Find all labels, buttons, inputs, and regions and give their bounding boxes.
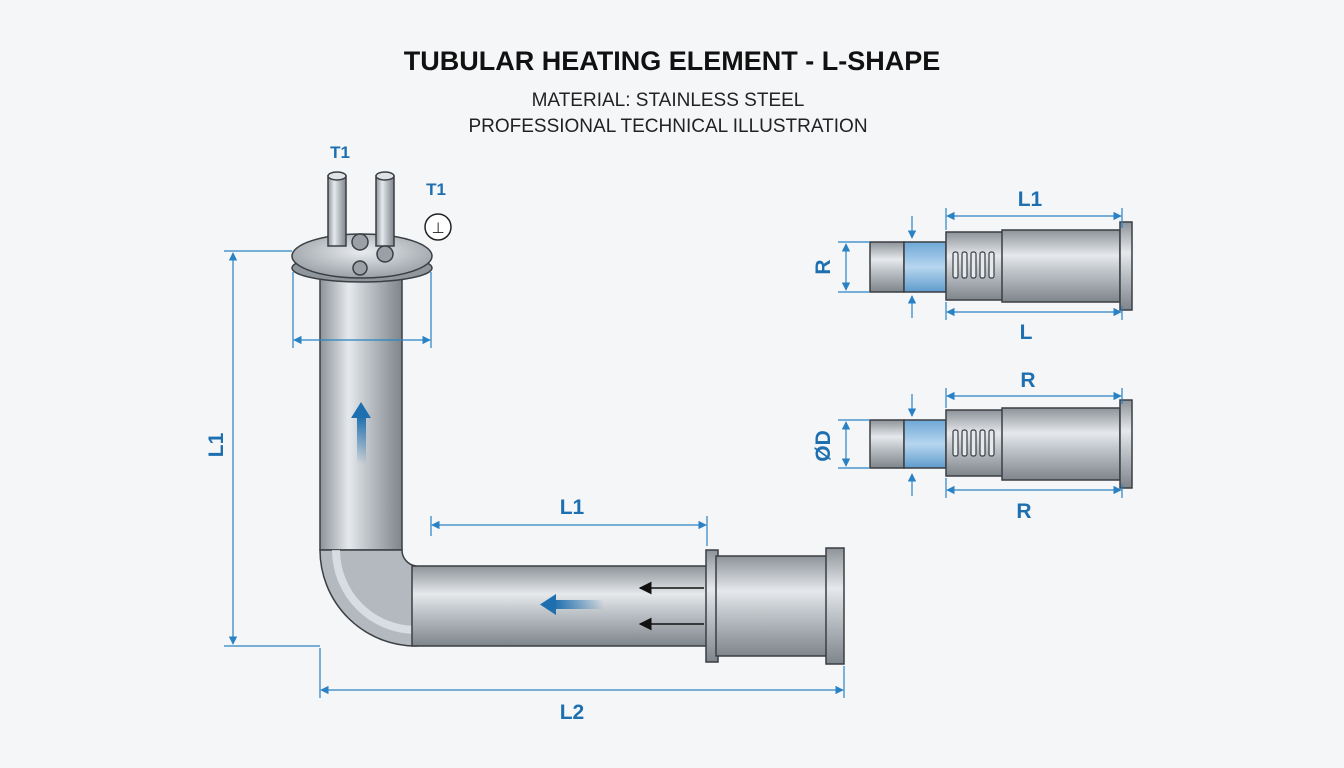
terminal-label-right: T1: [426, 180, 446, 199]
detail-sleeve: [1001, 229, 1121, 303]
flow-arrow-left-icon: [554, 600, 604, 609]
detail-top-dim-l: L: [1020, 321, 1033, 344]
detail-top-dim-l1: L1: [1018, 188, 1043, 211]
terminal-label-left: T1: [330, 143, 350, 162]
end-cap: [825, 547, 845, 665]
insulation-band: [903, 419, 947, 469]
detail-bottom-dim-bottom-r: R: [1016, 500, 1031, 523]
flow-arrow-up-icon: [357, 416, 366, 464]
ground-symbol-glyph: ⊥: [431, 219, 444, 237]
terminal-pin-left: [327, 175, 347, 247]
main-dimensions: L1 L1 L2: [205, 250, 845, 724]
flange-screw-icon: [351, 233, 369, 251]
caption-label: PROFESSIONAL TECHNICAL ILLUSTRATION: [468, 116, 867, 137]
detail-end-cap: [1119, 399, 1133, 489]
dim-label-l2: L2: [560, 701, 585, 724]
flange-screw-icon: [376, 245, 394, 263]
detail-bottom-dim-top-r: R: [1020, 369, 1035, 392]
detail-view-top: L1 L R: [812, 188, 1133, 344]
flange-screw-icon: [352, 260, 368, 276]
detail-view-bottom: R R ØD: [812, 369, 1133, 523]
dim-label-vertical-l1: L1: [205, 432, 228, 457]
detail-top-dim-r: R: [812, 259, 835, 274]
material-label: MATERIAL: STAINLESS STEEL: [532, 90, 805, 111]
detail-end-cap: [1119, 221, 1133, 311]
detail-sleeve: [1001, 407, 1121, 481]
detail-bottom-dim-diameter: ØD: [812, 430, 835, 462]
page-title: TUBULAR HEATING ELEMENT - L-SHAPE: [404, 46, 940, 76]
ground-symbol-icon: [424, 213, 452, 241]
dim-label-horizontal-l1: L1: [560, 496, 585, 519]
end-sleeve: [715, 555, 829, 657]
main-heating-element: T1 T1 ⊥: [291, 143, 845, 665]
tube-bend: [319, 549, 417, 647]
insulation-band: [903, 241, 947, 293]
terminal-pin-right: [375, 175, 395, 247]
